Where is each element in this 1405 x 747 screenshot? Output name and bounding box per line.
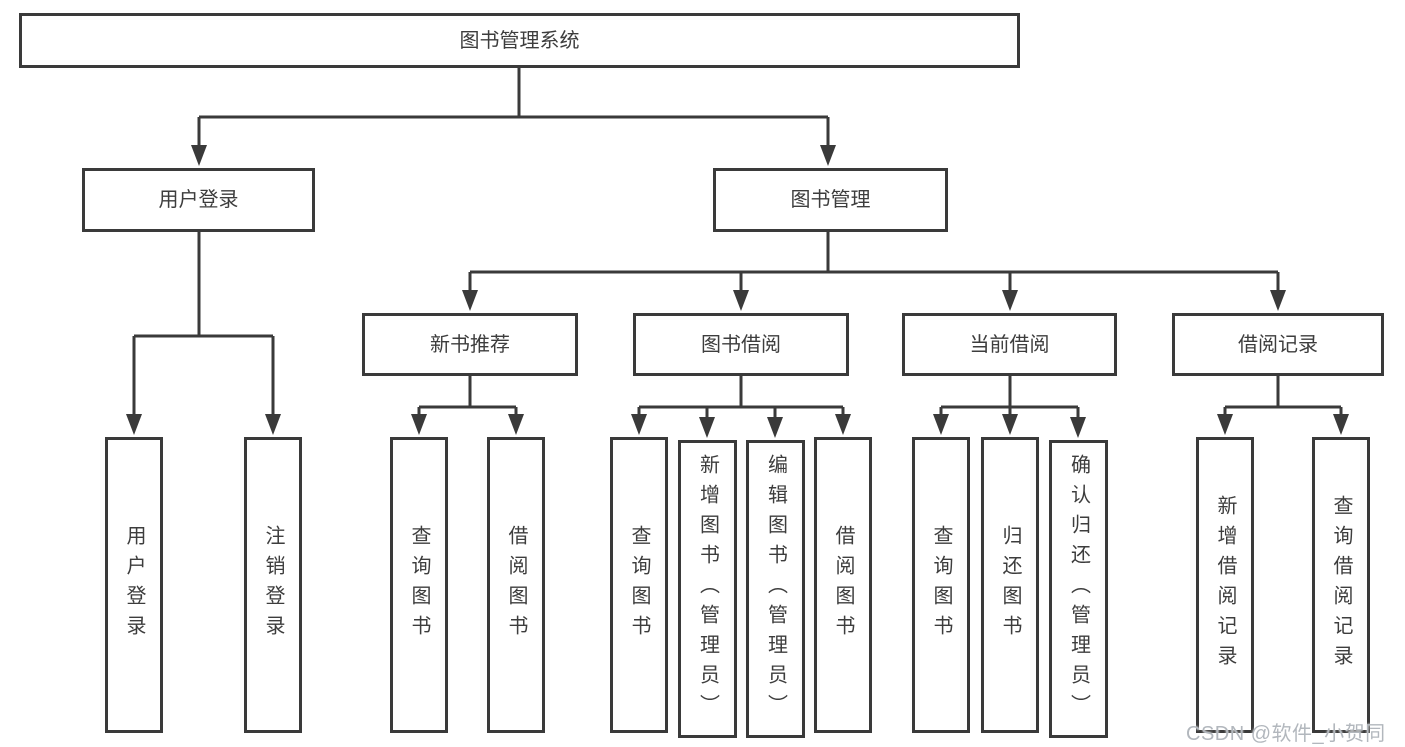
leaf-user-login: 用户登录	[105, 437, 163, 733]
leaf-query-borrow-record: 查询借阅记录	[1312, 437, 1370, 733]
watermark: CSDN @软件_小贺同学	[1186, 723, 1386, 745]
leaf-borrow-book-2: 借阅图书	[814, 437, 872, 733]
leaf-query-book-2: 查询图书	[610, 437, 668, 733]
node-book-management: 图书管理	[713, 168, 948, 232]
leaf-query-book-1: 查询图书	[390, 437, 448, 733]
node-borrow-records: 借阅记录	[1172, 313, 1384, 376]
node-root: 图书管理系统	[19, 13, 1020, 68]
leaf-confirm-return-admin: 确认归还（管理员）	[1049, 440, 1108, 738]
node-user-login: 用户登录	[82, 168, 315, 232]
leaf-return-book: 归还图书	[981, 437, 1039, 733]
leaf-edit-book-admin: 编辑图书（管理员）	[746, 440, 805, 738]
leaf-logout-login: 注销登录	[244, 437, 302, 733]
node-book-borrow: 图书借阅	[633, 313, 849, 376]
leaf-borrow-book-1: 借阅图书	[487, 437, 545, 733]
arrowheads	[126, 145, 1349, 438]
node-new-book-recommend: 新书推荐	[362, 313, 578, 376]
leaf-add-book-admin: 新增图书（管理员）	[678, 440, 737, 738]
node-current-borrow: 当前借阅	[902, 313, 1117, 376]
leaf-query-book-3: 查询图书	[912, 437, 970, 733]
leaf-add-borrow-record: 新增借阅记录	[1196, 437, 1254, 733]
